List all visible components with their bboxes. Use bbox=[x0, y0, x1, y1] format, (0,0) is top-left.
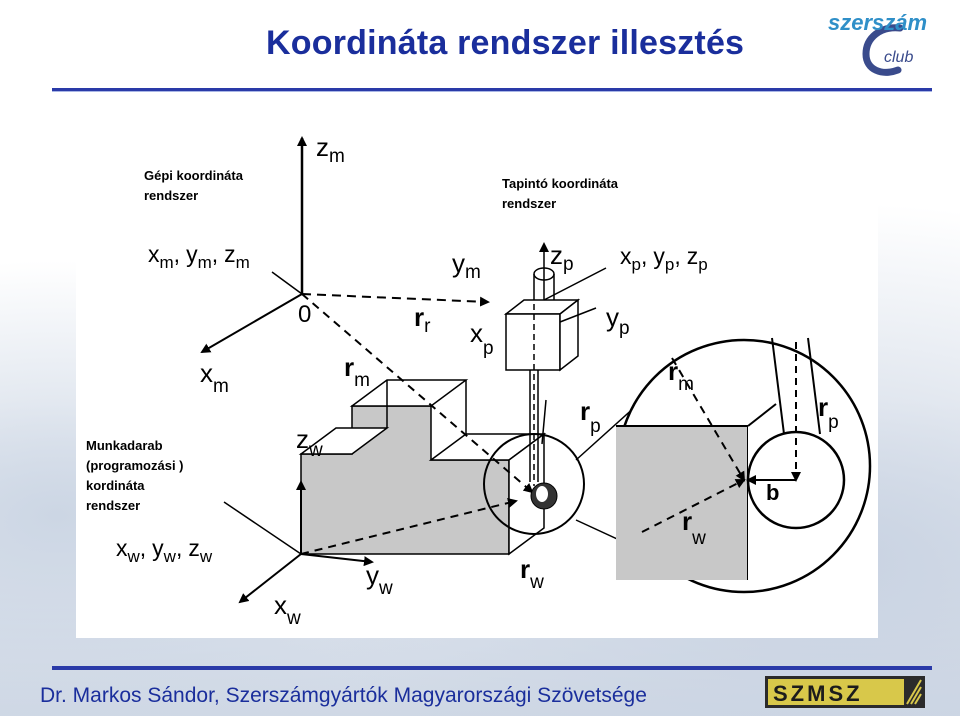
slide-title: Koordináta rendszer illesztés bbox=[266, 24, 745, 62]
svg-text:xp,yp,zp: xp,yp,zp bbox=[620, 243, 708, 274]
svg-text:xw,yw,zw: xw,yw,zw bbox=[116, 535, 213, 566]
zm-label: zm bbox=[316, 132, 345, 167]
zp-label: zp bbox=[550, 240, 574, 275]
zw-label: zw bbox=[296, 424, 323, 461]
machine-caption-line1: Gépi koordináta bbox=[144, 168, 244, 183]
rw-label: rw bbox=[520, 554, 544, 593]
axis-labels: 0 zm ym xm rr rm zp yp xp rp zw yw xw rw… bbox=[200, 132, 839, 629]
svg-text:xm,ym,zm: xm,ym,zm bbox=[148, 241, 250, 272]
zoom-view bbox=[575, 337, 872, 594]
machine-axes bbox=[200, 136, 534, 494]
probe-caption-line2: rendszer bbox=[502, 196, 556, 211]
yp-label: yp bbox=[606, 302, 630, 339]
diagram-svg: Gépi koordináta rendszer Tapintó koordin… bbox=[86, 132, 872, 629]
logo-text: szerszám bbox=[828, 10, 927, 35]
yw-label: yw bbox=[366, 560, 393, 599]
xw-label: xw bbox=[274, 590, 301, 629]
captions: Gépi koordináta rendszer Tapintó koordin… bbox=[86, 168, 619, 513]
probe-caption-line1: Tapintó koordináta bbox=[502, 176, 619, 191]
machine-caption-line2: rendszer bbox=[144, 188, 198, 203]
zoom-rp-label: rp bbox=[818, 392, 839, 433]
coordinate-diagram: Gépi koordináta rendszer Tapintó koordin… bbox=[76, 104, 878, 638]
footer-logo-text: SZMSZ bbox=[773, 681, 863, 706]
origin-label: 0 bbox=[298, 301, 311, 328]
probe-coord-list: xp,yp,zp bbox=[620, 243, 708, 274]
rr-label: rr bbox=[414, 302, 431, 337]
szmsz-logo: SZMSZ bbox=[765, 676, 925, 708]
work-caption-line3: kordináta bbox=[86, 478, 145, 493]
zoom-rm-label: rm bbox=[668, 356, 694, 395]
footer-author: Dr. Markos Sándor, Szerszámgyártók Magya… bbox=[40, 684, 647, 707]
rp-label: rp bbox=[580, 396, 601, 437]
workpiece bbox=[298, 379, 547, 556]
work-caption-line4: rendszer bbox=[86, 498, 140, 513]
ym-label: ym bbox=[452, 248, 481, 283]
szerszam-club-logo: szerszám club bbox=[828, 10, 927, 76]
work-coord-list: xw,yw,zw bbox=[116, 535, 213, 566]
work-caption-line1: Munkadarab bbox=[86, 438, 163, 453]
work-axes bbox=[223, 399, 547, 604]
header-rule bbox=[52, 88, 932, 92]
b-label: b bbox=[766, 480, 779, 505]
xm-label: xm bbox=[200, 358, 229, 397]
xp-label: xp bbox=[470, 318, 494, 359]
work-caption-line2: (programozási ) bbox=[86, 458, 184, 473]
zoom-rw-label: rw bbox=[682, 506, 706, 549]
machine-coord-list: xm,ym,zm bbox=[148, 241, 250, 272]
probe bbox=[483, 242, 607, 535]
logo-club-text: club bbox=[884, 49, 913, 66]
rm-label: rm bbox=[344, 352, 370, 391]
footer-rule bbox=[52, 666, 932, 670]
